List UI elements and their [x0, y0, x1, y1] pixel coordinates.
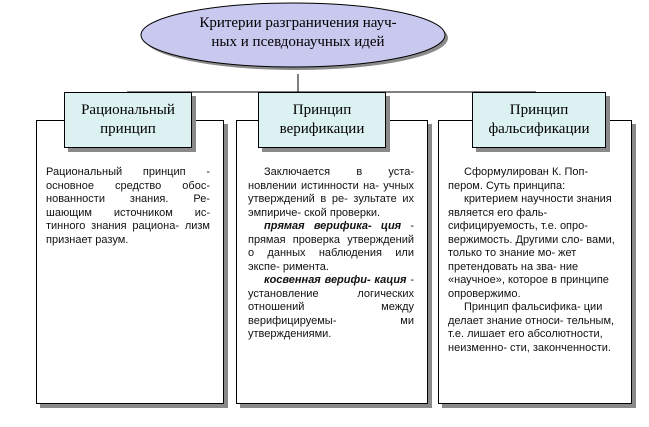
rational-principle-box	[36, 120, 224, 404]
paragraph: Принцип фальсифика- ции делает знание от…	[448, 301, 615, 354]
term-direct-verification: прямая верифика- ция	[264, 220, 402, 232]
paragraph: Заключается в уста- новлении истинности …	[248, 166, 414, 219]
falsification-principle-header: Принцип фальсификации	[472, 92, 606, 148]
paragraph: косвенная верифи- кация - установление л…	[248, 274, 414, 342]
verification-principle-header: Принцип верификации	[258, 92, 386, 148]
title-ellipse: Критерии разграничения науч- ных и псевд…	[140, 2, 456, 74]
definition-text: - прямая проверка утверждений о данных н…	[248, 220, 414, 273]
term-indirect-verification: косвенная верифи- кация	[264, 274, 407, 286]
verification-principle-box	[236, 120, 428, 404]
rational-principle-header: Рациональный принцип	[64, 92, 192, 148]
title-line-1: Критерии разграничения науч-	[199, 15, 397, 31]
paragraph: критерием научности знания является его …	[448, 193, 615, 300]
rational-principle-text: Рациональный принцип - основное средство…	[46, 166, 210, 247]
paragraph: прямая верифика- ция - прямая проверка у…	[248, 220, 414, 274]
falsification-principle-box	[438, 120, 632, 404]
title-line-2: ных и псевдонаучных идей	[211, 34, 385, 50]
definition-text: - установление логических отношений межд…	[248, 274, 414, 340]
diagram-title: Критерии разграничения науч- ных и псевд…	[140, 14, 456, 52]
paragraph: Сформулирован К. Поп- пером. Суть принци…	[448, 166, 589, 192]
paragraph: Рациональный принцип - основное средство…	[46, 166, 210, 246]
verification-principle-text: Заключается в уста- новлении истинности …	[248, 166, 414, 342]
falsification-principle-text: Сформулирован К. Поп- пером. Суть принци…	[448, 166, 620, 355]
